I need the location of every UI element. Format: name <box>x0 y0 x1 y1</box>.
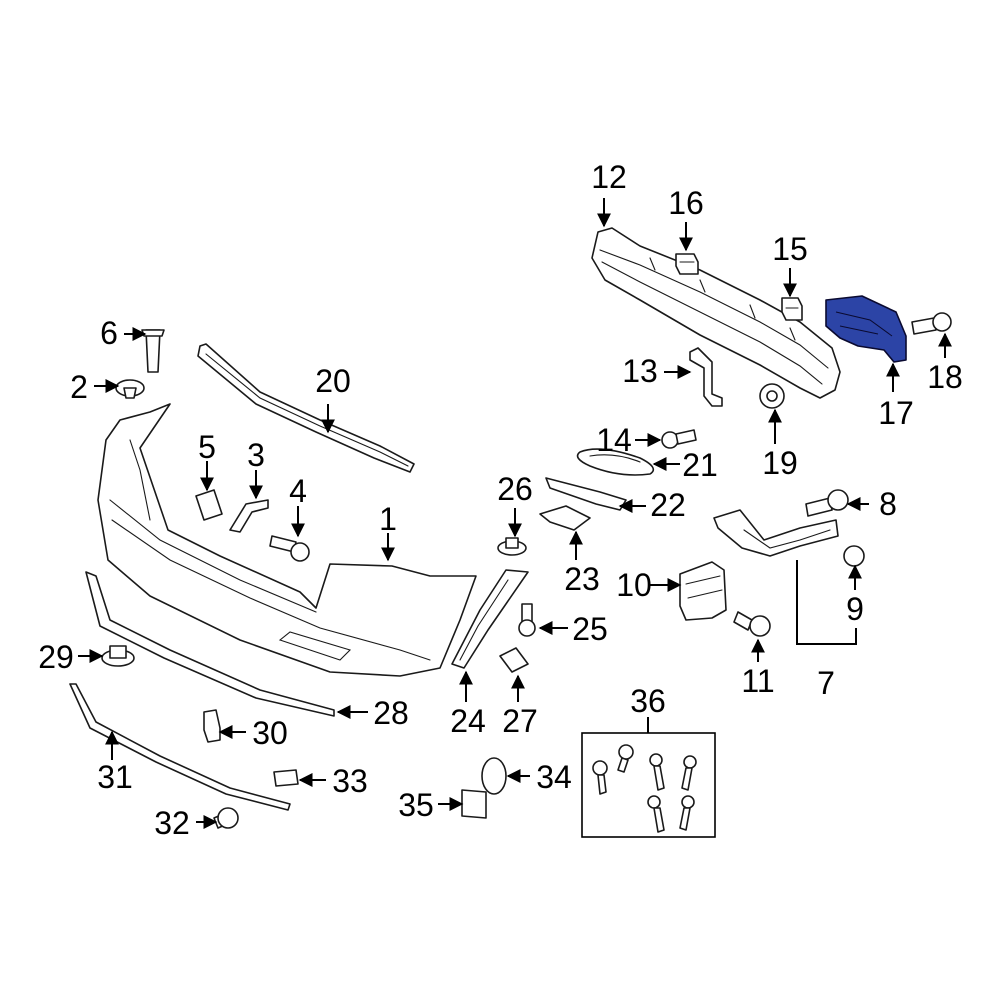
part-32-push-pin[interactable] <box>213 807 239 829</box>
part-27-bracket[interactable] <box>499 647 529 673</box>
callout-12: 12 <box>591 159 627 195</box>
callout-6: 6 <box>100 315 118 351</box>
callout-8: 8 <box>879 486 897 522</box>
callout-1: 1 <box>379 501 397 537</box>
callout-7: 7 <box>817 665 835 701</box>
leader-lines <box>78 198 952 829</box>
part-35-block[interactable] <box>461 789 487 819</box>
callout-5: 5 <box>198 429 216 465</box>
part-33-clip[interactable] <box>273 769 299 787</box>
callout-26: 26 <box>497 471 533 507</box>
part-26-clip[interactable] <box>497 537 527 556</box>
callout-31: 31 <box>97 759 133 795</box>
callout-30: 30 <box>252 715 288 751</box>
callout-25: 25 <box>572 611 608 647</box>
part-28-lower-valance[interactable] <box>85 571 335 717</box>
callout-2: 2 <box>70 369 88 405</box>
part-5-bracket[interactable] <box>195 489 223 521</box>
part-11-bolt[interactable] <box>733 611 771 637</box>
callout-labels: 1 2 3 4 5 6 7 8 9 10 11 12 13 14 15 16 1… <box>38 159 963 841</box>
part-10-bracket[interactable] <box>679 561 727 621</box>
callout-21: 21 <box>682 447 718 483</box>
callout-29: 29 <box>38 639 74 675</box>
part-17-mounting-bracket[interactable] <box>825 295 907 363</box>
callout-3: 3 <box>247 437 265 473</box>
part-13-bracket[interactable] <box>689 347 723 407</box>
part-24-side-strip[interactable] <box>451 569 529 669</box>
callout-27: 27 <box>502 703 538 739</box>
callout-16: 16 <box>668 185 704 221</box>
part-4-bolt[interactable] <box>269 535 310 562</box>
part-7-side-bracket[interactable] <box>713 509 839 557</box>
part-25-bolt[interactable] <box>518 603 536 637</box>
callout-11: 11 <box>741 663 774 699</box>
part-21-reflector[interactable] <box>576 448 655 476</box>
callout-35: 35 <box>398 787 434 823</box>
part-14-bolt[interactable] <box>661 429 697 449</box>
callout-34: 34 <box>536 759 572 795</box>
callout-32: 32 <box>154 805 190 841</box>
kit-screw <box>592 744 697 833</box>
callout-28: 28 <box>373 695 409 731</box>
callout-10: 10 <box>616 567 652 603</box>
highlighted-part-shape <box>825 295 907 363</box>
part-22-molding[interactable] <box>545 477 627 511</box>
part-8-bolt[interactable] <box>805 489 849 517</box>
callout-20: 20 <box>315 363 351 399</box>
part-9-clip[interactable] <box>843 545 865 567</box>
part-6-pin[interactable] <box>141 329 165 373</box>
part-36-hardware-kit[interactable] <box>581 732 716 838</box>
callout-14: 14 <box>596 422 632 458</box>
part-18-bolt[interactable] <box>911 312 952 335</box>
callout-19: 19 <box>762 445 798 481</box>
callout-22: 22 <box>650 487 686 523</box>
part-29-clip[interactable] <box>101 645 135 667</box>
callout-9: 9 <box>846 591 864 627</box>
part-31-lower-molding[interactable] <box>69 683 291 811</box>
callout-33: 33 <box>332 763 368 799</box>
callout-23: 23 <box>564 561 600 597</box>
part-1-bumper-cover[interactable] <box>97 403 477 677</box>
callout-24: 24 <box>450 703 486 739</box>
callout-17: 17 <box>878 395 914 431</box>
callout-13: 13 <box>622 353 658 389</box>
part-16-clip[interactable] <box>675 253 699 275</box>
callout-36: 36 <box>630 683 666 719</box>
part-15-clip[interactable] <box>781 297 803 321</box>
part-34-ring[interactable] <box>481 757 507 795</box>
part-23-trim[interactable] <box>539 505 591 531</box>
callout-18: 18 <box>927 359 963 395</box>
part-3-bracket[interactable] <box>229 499 269 533</box>
callout-15: 15 <box>772 231 808 267</box>
part-19-nut[interactable] <box>759 383 785 409</box>
part-20-upper-strip[interactable] <box>197 343 415 473</box>
part-2-clip[interactable] <box>115 379 145 399</box>
part-30-bracket[interactable] <box>203 709 221 743</box>
callout-4: 4 <box>289 473 307 509</box>
